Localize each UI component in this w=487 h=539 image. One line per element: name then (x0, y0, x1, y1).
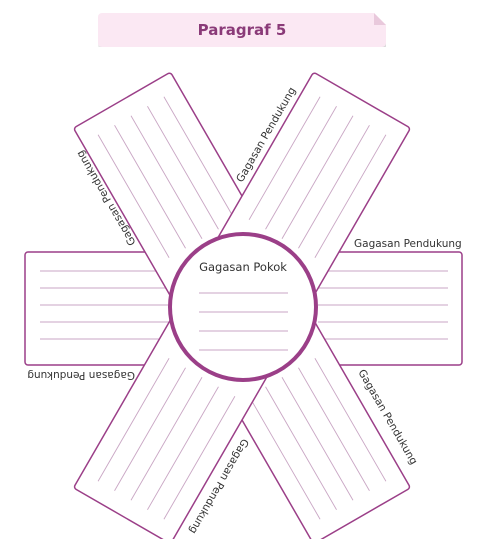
writing-lines-diagonal-a[interactable] (97, 96, 387, 520)
writing-lines-center[interactable] (199, 292, 288, 351)
writing-lines-horizontal[interactable] (40, 270, 448, 340)
center-label: Gagasan Pokok (199, 260, 287, 274)
diagram-title: Paragraf 5 (197, 21, 287, 39)
center-circle: Gagasan Pokok (168, 232, 318, 382)
title-card: Paragraf 5 (98, 13, 386, 47)
support-label-right-top: Gagasan Pendukung (354, 238, 462, 250)
support-label-left-bottom: Gagasan Pendukung (27, 369, 135, 381)
writing-lines-diagonal-b[interactable] (97, 96, 387, 520)
